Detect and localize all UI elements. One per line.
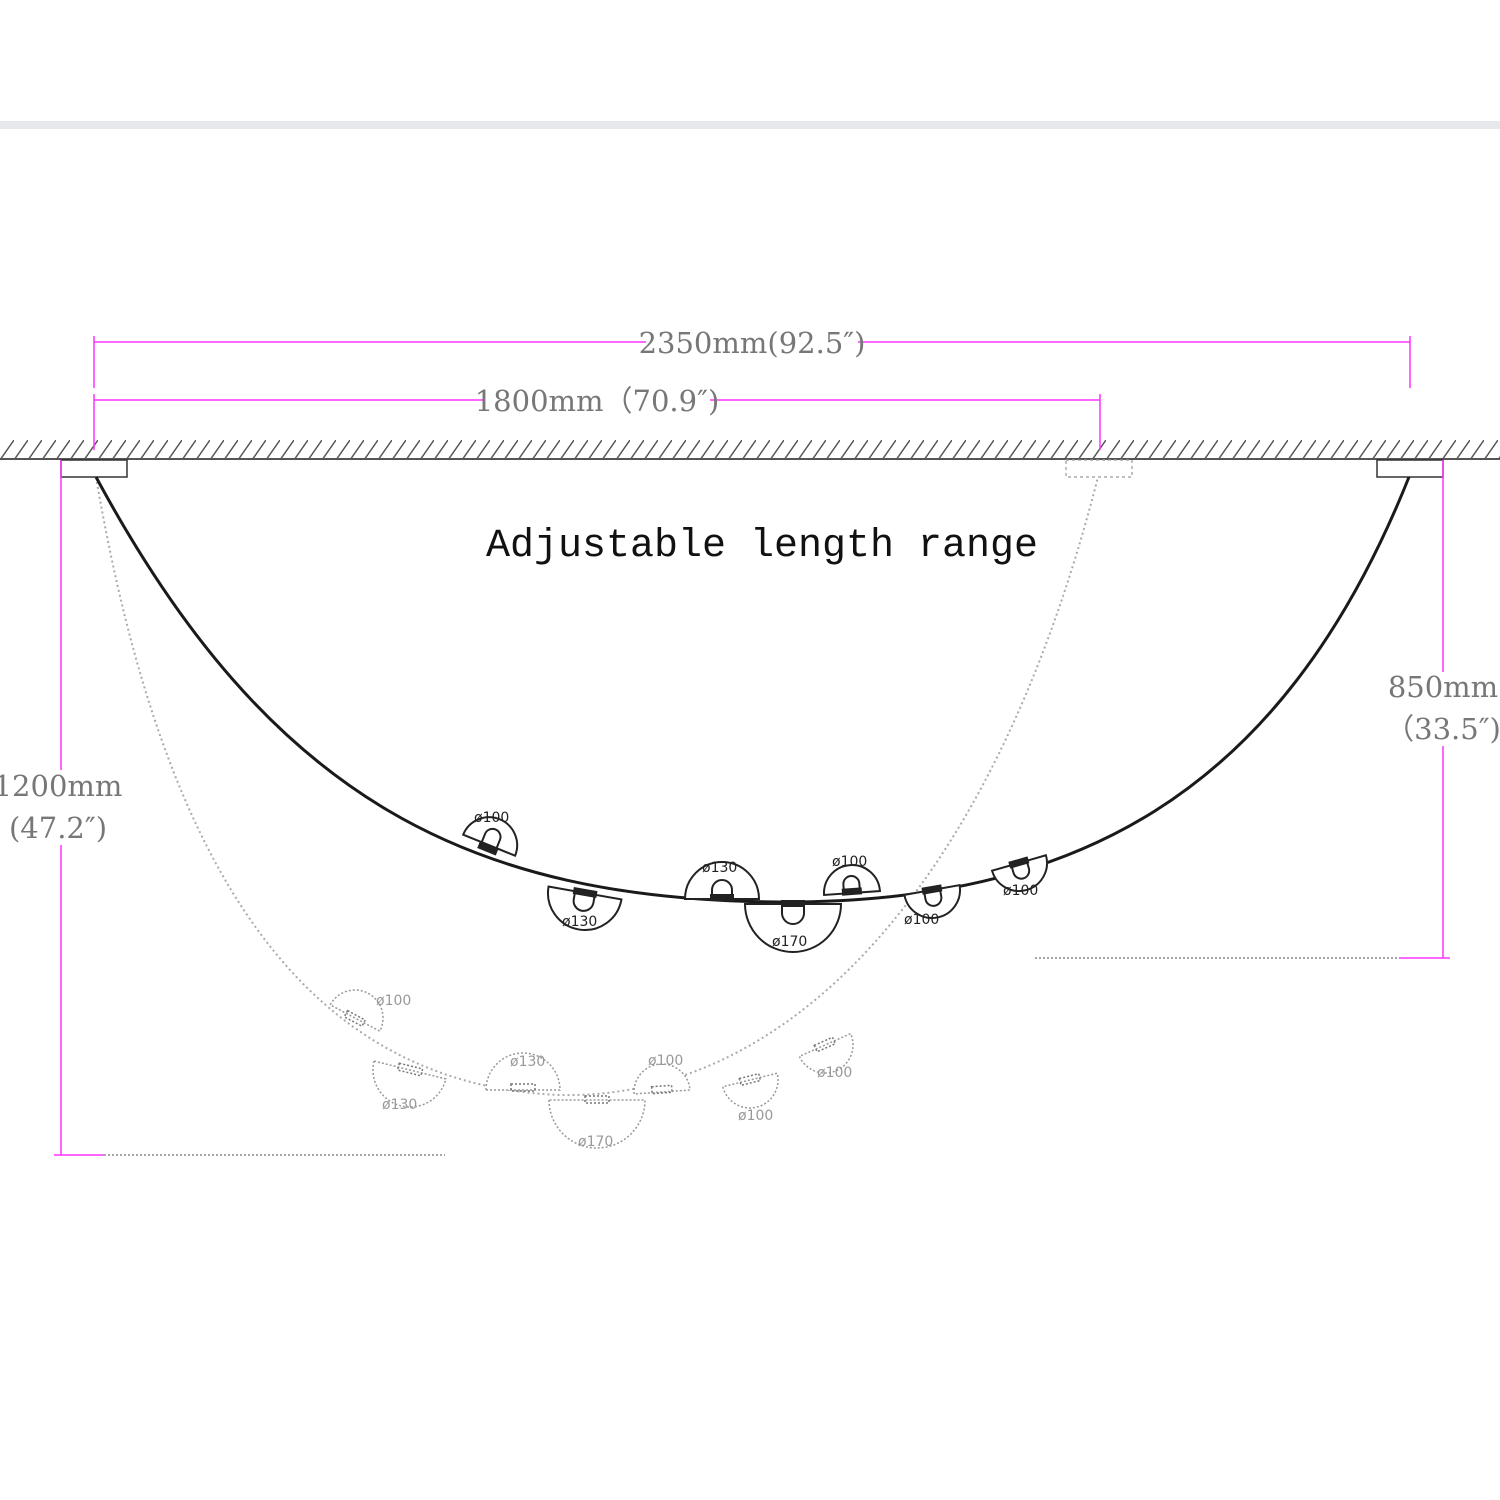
shade-alt-5-label: ø100 bbox=[648, 1053, 683, 1069]
shade-main-5-label: ø100 bbox=[832, 854, 867, 870]
right-canopy bbox=[1376, 459, 1444, 478]
shade-alt-6 bbox=[721, 1072, 779, 1109]
drop-short-mm-label: 850mm bbox=[1388, 670, 1498, 704]
drop-short-in-label: （33.5″) bbox=[1385, 712, 1500, 746]
shade-alt-3-label: ø130 bbox=[510, 1054, 545, 1070]
drop-long-in-label: (47.2″) bbox=[9, 811, 107, 845]
shade-alt-2-label: ø130 bbox=[382, 1097, 417, 1113]
shade-main-7 bbox=[990, 854, 1048, 892]
shade-main-2-label: ø130 bbox=[562, 914, 597, 930]
left-canopy bbox=[60, 459, 128, 478]
shade-alt-1 bbox=[329, 989, 384, 1033]
shade-main-3 bbox=[683, 861, 761, 901]
shade-alt-3 bbox=[485, 1052, 561, 1092]
shade-alt-7-label: ø100 bbox=[817, 1065, 852, 1081]
alt-cable-long bbox=[95, 476, 1099, 1097]
shade-main-6 bbox=[903, 883, 961, 919]
shade-main-5 bbox=[823, 864, 882, 897]
dimension-lines bbox=[54, 336, 1450, 1156]
middle-canopy-dashed bbox=[1065, 459, 1133, 478]
min-span-label: 1800mm（70.9″) bbox=[475, 384, 720, 418]
ceiling-hatch bbox=[0, 440, 1500, 459]
shade-alt-5 bbox=[633, 1063, 691, 1095]
shade-main-6-label: ø100 bbox=[904, 912, 939, 928]
shade-main-1-label: ø100 bbox=[474, 810, 509, 826]
shade-main-3-label: ø130 bbox=[702, 860, 737, 876]
shade-alt-1-label: ø100 bbox=[376, 993, 411, 1009]
main-cable bbox=[94, 476, 1411, 904]
shade-main-2 bbox=[547, 885, 623, 931]
alt-shades-group: ø100 ø130 ø130 ø170 ø100 ø100 bbox=[329, 989, 854, 1150]
shade-alt-4 bbox=[548, 1095, 646, 1149]
shade-alt-4-label: ø170 bbox=[578, 1134, 613, 1150]
shade-alt-7 bbox=[798, 1032, 854, 1074]
shade-main-7-label: ø100 bbox=[1003, 883, 1038, 899]
drop-long-mm-label: 1200mm bbox=[0, 769, 122, 803]
main-shades-group: ø100 ø130 ø130 ø170 ø100 bbox=[461, 810, 1048, 953]
top-separator bbox=[0, 121, 1500, 129]
shade-main-1 bbox=[461, 816, 519, 858]
shade-alt-6-label: ø100 bbox=[738, 1108, 773, 1124]
shade-main-4-label: ø170 bbox=[772, 934, 807, 950]
total-width-label: 2350mm(92.5″) bbox=[639, 326, 866, 360]
diagram-title: Adjustable length range bbox=[486, 524, 1038, 569]
shade-main-4 bbox=[743, 900, 843, 953]
